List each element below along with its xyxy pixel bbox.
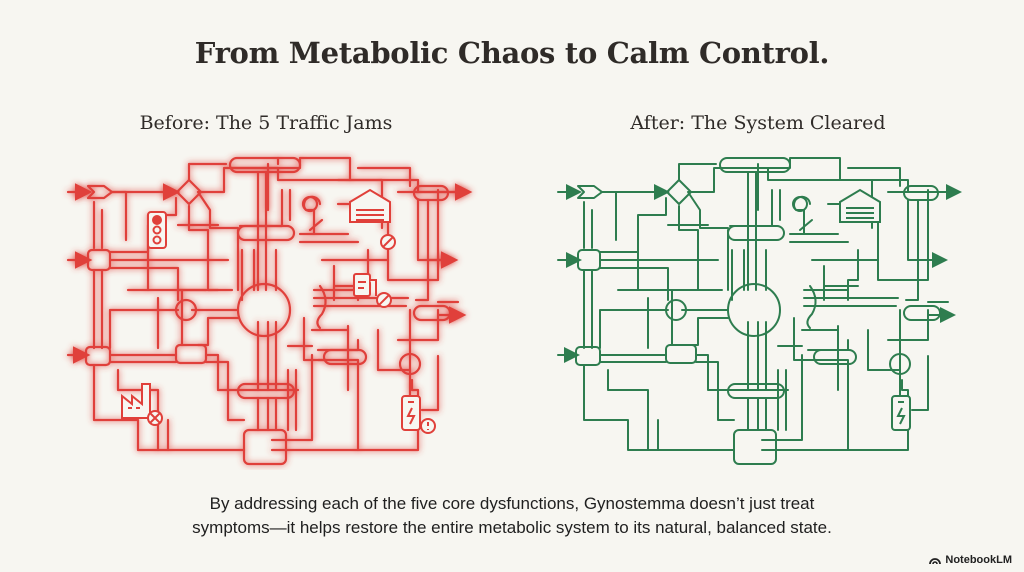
before-heading: Before: The 5 Traffic Jams — [139, 112, 393, 134]
caption-line-2: symptoms—it helps restore the entire met… — [192, 518, 832, 537]
page-title: From Metabolic Chaos to Calm Control. — [194, 36, 830, 70]
notebooklm-logo-icon — [929, 558, 942, 565]
node-box — [86, 248, 112, 272]
decision-diamond — [175, 178, 203, 206]
summary-caption: By addressing each of the five core dysf… — [0, 492, 1024, 540]
after-heading: After: The System Cleared — [630, 112, 886, 134]
brand-watermark: NotebookLM — [929, 554, 1012, 566]
before-diagram — [58, 150, 478, 470]
traffic-light-icon — [147, 211, 167, 249]
brand-label: NotebookLM — [945, 554, 1012, 566]
garage-closed-icon — [349, 188, 396, 250]
fuel-pump-blocked-icon — [353, 273, 392, 308]
battery-charged-icon — [891, 395, 911, 431]
battery-warning-icon — [401, 395, 436, 434]
garage-open-icon — [839, 188, 881, 223]
after-diagram — [548, 150, 968, 470]
factory-blocked-icon — [121, 383, 163, 426]
entry-chevron — [86, 184, 114, 200]
caption-line-1: By addressing each of the five core dysf… — [209, 494, 815, 513]
